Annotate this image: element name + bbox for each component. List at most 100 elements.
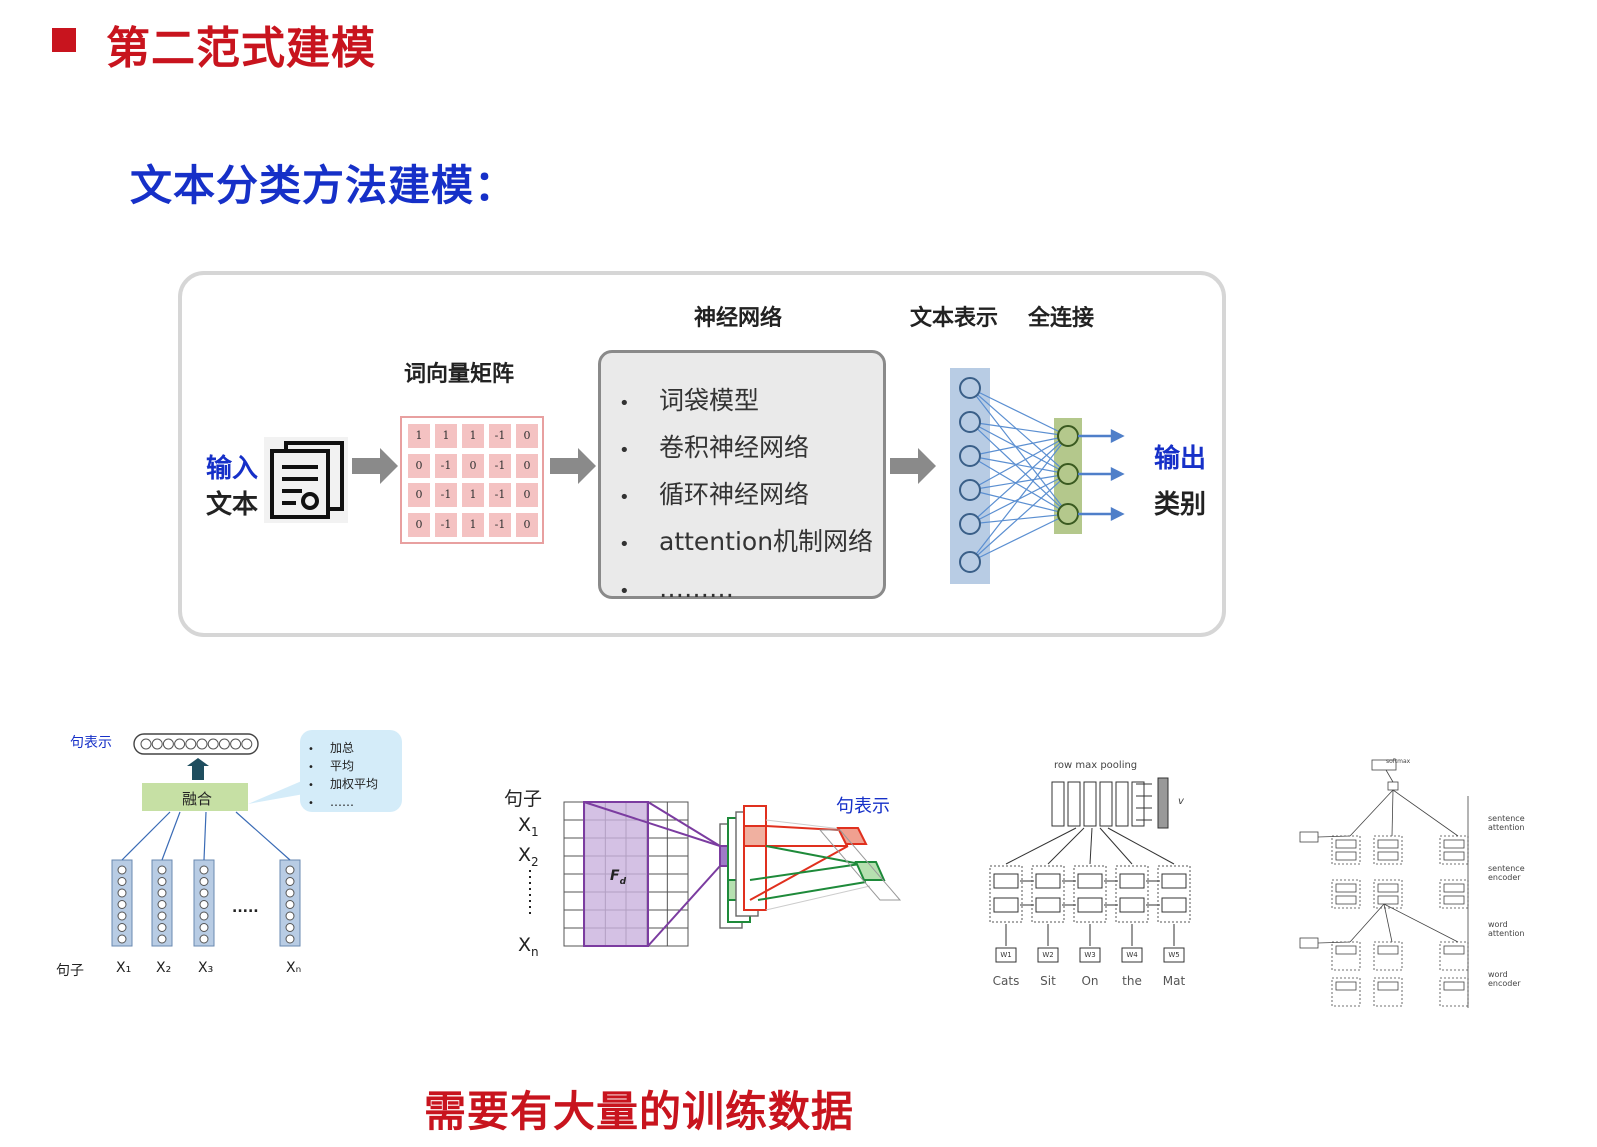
neural-network-box: 词袋模型 卷积神经网络 循环神经网络 attention机制网络 ……… (598, 350, 886, 603)
pooling-column (1051, 781, 1065, 827)
fc-edge (969, 489, 1069, 515)
hidden-state-left (1161, 873, 1187, 889)
state-box (1335, 895, 1357, 905)
attention-edge (1383, 903, 1393, 943)
fc-edge (969, 435, 1069, 563)
section-subtitle: 文本分类方法建模： (130, 161, 518, 210)
fig3-word-cats: Cats (992, 974, 1020, 988)
fig1-option-ellipsis: …… (308, 794, 378, 812)
edge (1385, 769, 1394, 783)
nn-item-cnn: 卷积神经网络 (619, 424, 873, 471)
fully-connected-network-diagram (950, 368, 1125, 584)
up-arrow (1005, 827, 1077, 865)
word-vector-node (157, 923, 167, 932)
input-neuron (959, 513, 981, 535)
state-box (1443, 895, 1465, 905)
fig2-sentence-repr-label: 句表示 (836, 796, 890, 817)
matrix-cell: 1 (462, 424, 484, 448)
hidden-state-left (1077, 873, 1103, 889)
fig1-fusion-label: 融合 (182, 790, 213, 808)
hidden-state-left (1119, 873, 1145, 889)
matrix-cell: 0 (462, 453, 484, 478)
sentence-repr-node (218, 738, 230, 750)
hidden-state-right (1077, 897, 1103, 913)
fig4-word-attention-label: word attention (1488, 920, 1525, 938)
context-vector (1299, 831, 1319, 843)
fig2-sentence-label: 句子 (504, 788, 543, 810)
hidden-state-left (1035, 873, 1061, 889)
word-vector-node (199, 865, 209, 875)
neural-network-label: 神经网络 (694, 306, 783, 331)
fig2-x1-label: X1 (518, 814, 539, 839)
state-box (1335, 981, 1357, 991)
state-box (1335, 839, 1357, 849)
input-label: 输入 (206, 454, 259, 484)
word-vector-node (157, 877, 167, 886)
sentence-repr-node (196, 738, 208, 750)
word-vector-node (285, 865, 295, 875)
fig4-word-encoder-label: word encoder (1488, 970, 1521, 988)
state-box (1443, 839, 1465, 849)
word-embedding-box (995, 947, 1017, 963)
page-title: 第二范式建模 (106, 23, 376, 74)
attention-edge (1349, 789, 1394, 837)
recurrent-cell (989, 865, 1023, 923)
encoder-cell (1373, 879, 1403, 909)
word-vector-node (117, 865, 127, 875)
word-vector-node (285, 877, 295, 886)
fig3-word-index: W5 (1168, 951, 1180, 959)
word-vector-node (117, 923, 127, 932)
footer-note: 需要有大量的训练数据 (424, 1087, 855, 1136)
category-label: 类别 (1154, 490, 1207, 520)
word-vector-node (285, 911, 295, 921)
encoder-cell (1331, 977, 1361, 1007)
up-arrow (1107, 827, 1175, 865)
word-vector-node (157, 900, 167, 909)
matrix-cell: -1 (489, 483, 511, 507)
fig3-word-the: the (1122, 974, 1142, 988)
text-representation-label: 文本表示 (910, 306, 999, 331)
nn-item-ellipsis: ……… (619, 565, 873, 612)
fig1-x1-label: X₁ (116, 960, 132, 976)
fc-edge (969, 513, 1069, 525)
attention-edge (1383, 903, 1459, 943)
title-bullet-square (52, 28, 76, 52)
recurrent-cell (1073, 865, 1107, 923)
recurrent-cell (1031, 865, 1065, 923)
fig1-sentence-label: 句子 (56, 963, 84, 979)
matrix-cell: 0 (516, 453, 538, 478)
word-vector-node (199, 877, 209, 886)
fc-edge (969, 435, 1069, 457)
fc-edge (969, 387, 1069, 515)
sentence-repr-node (207, 738, 219, 750)
matrix-cell: -1 (435, 512, 457, 537)
word-embedding-box (1121, 947, 1143, 963)
neural-network-list: 词袋模型 卷积神经网络 循环神经网络 attention机制网络 ……… (619, 377, 873, 612)
fig4-sentence-encoder-label: sentence encoder (1488, 864, 1525, 882)
attention-edge (1391, 789, 1394, 837)
encoder-cell (1373, 977, 1403, 1007)
hidden-state-right (993, 897, 1019, 913)
matrix-cell: -1 (489, 453, 511, 478)
word-vector-node (285, 923, 295, 932)
word-vector-node (285, 888, 295, 898)
sentence-repr-node (174, 738, 186, 750)
fig1-option-sum: 加总 (308, 740, 378, 758)
output-arrowhead (1110, 467, 1125, 481)
word-vector-node (157, 911, 167, 921)
output-neuron (1057, 503, 1079, 525)
matrix-cell: 0 (408, 512, 430, 537)
fc-edge (969, 455, 1069, 515)
up-arrow (1099, 827, 1133, 865)
matrix-cell: 1 (408, 424, 430, 448)
state-box (1443, 851, 1465, 861)
pooling-column (1115, 781, 1129, 827)
state-box (1377, 839, 1399, 849)
nn-item-bag-of-words: 词袋模型 (619, 377, 873, 424)
fig4-softmax-label: softmax (1386, 758, 1411, 765)
word-embedding-box (1163, 947, 1185, 963)
fig2-cnn-diagram (529, 801, 902, 947)
pipeline-panel (178, 271, 1226, 637)
fc-edge (969, 455, 1069, 475)
matrix-cell: 1 (462, 483, 484, 507)
